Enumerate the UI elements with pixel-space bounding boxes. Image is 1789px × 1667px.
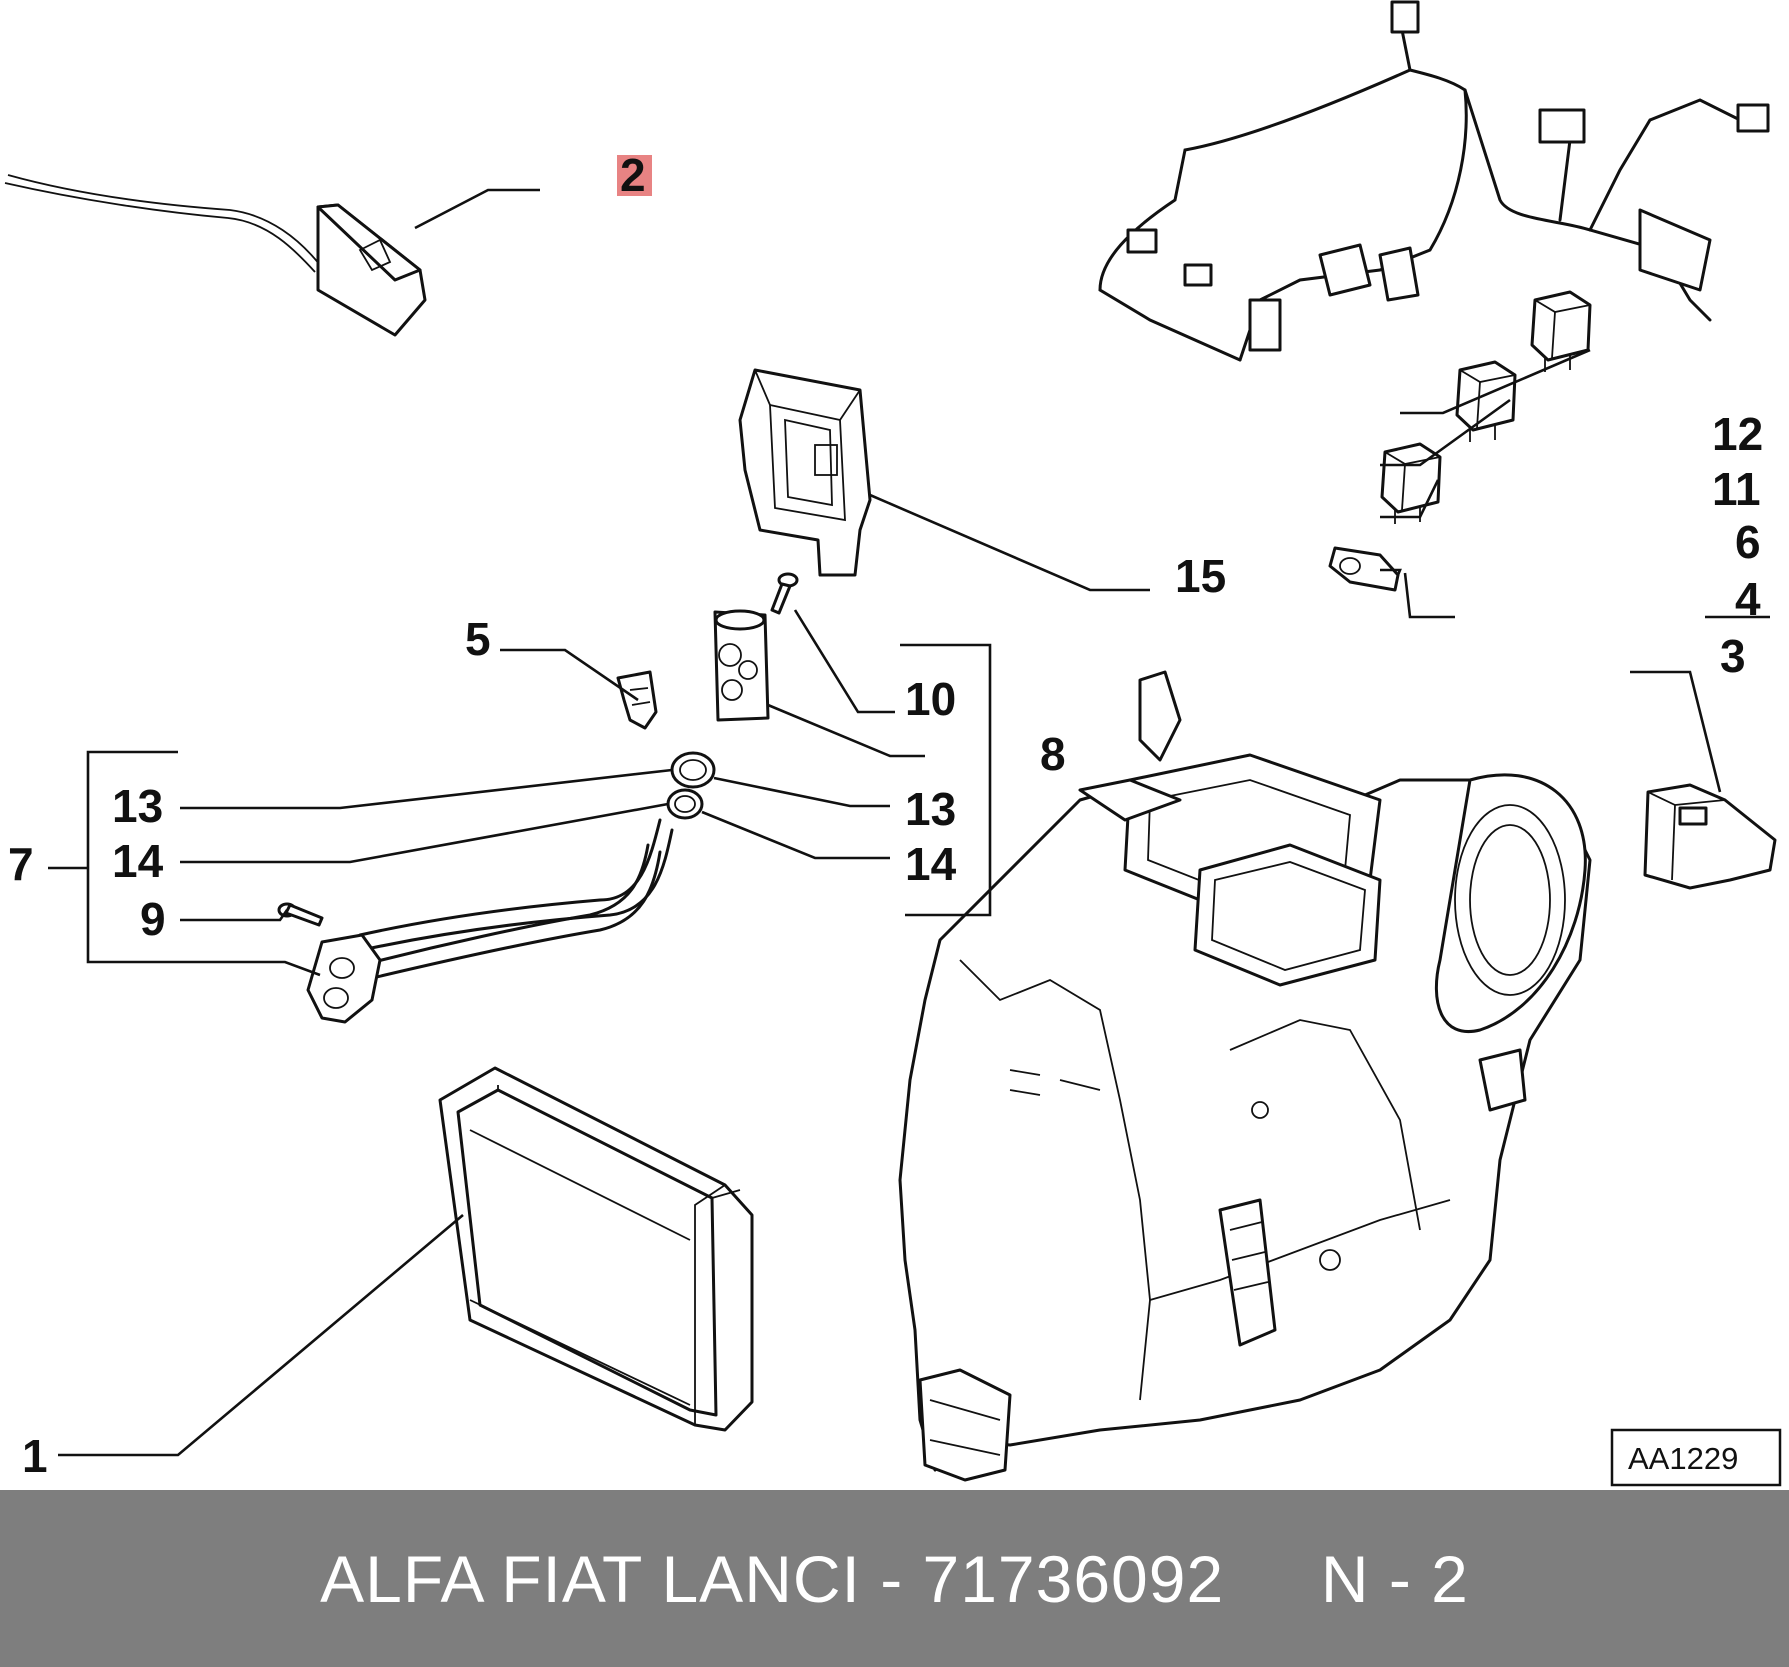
callout-6: 6: [1735, 516, 1761, 568]
part-12-relay: [1530, 290, 1592, 372]
callout-14-left: 14: [112, 835, 164, 887]
part-14-oring: [666, 788, 704, 820]
callout-4: 4: [1735, 573, 1761, 625]
reference-code-box: AA1229: [1610, 1428, 1782, 1487]
wiring-harness: [1098, 0, 1770, 362]
part-7-pipe-assembly: [306, 818, 674, 1024]
part-15-bracket: [738, 368, 872, 577]
part-10-screw: [770, 572, 799, 615]
part-8-expansion-valve: [713, 609, 770, 722]
callout-15: 15: [1175, 550, 1226, 602]
callout-11: 11: [1712, 463, 1761, 515]
part-11-relay: [1455, 360, 1517, 442]
part-13-oring: [670, 751, 716, 789]
footer-part-label: ALFA FIAT LANCI - 71736092 N - 2: [320, 1541, 1469, 1616]
callout-10: 10: [905, 673, 956, 725]
part-1-heater-core: [438, 1066, 754, 1432]
callout-9: 9: [140, 893, 166, 945]
callout-13-right: 13: [905, 783, 956, 835]
callout-8: 8: [1040, 728, 1066, 780]
leader-lines: [48, 188, 1770, 1457]
callout-1: 1: [22, 1430, 48, 1482]
callout-7: 7: [8, 838, 34, 890]
part-3-connector: [1643, 783, 1777, 890]
callout-3: 3: [1720, 630, 1746, 682]
parts-diagram: 2 12 11 6 4 3 15 5 10 8 13 13 7 14 14 9 …: [4, 0, 1782, 1487]
callout-14-right: 14: [905, 838, 957, 890]
callout-13-left: 13: [112, 780, 163, 832]
callout-5: 5: [465, 613, 491, 665]
hvac-housing: [898, 670, 1592, 1482]
reference-code: AA1229: [1628, 1441, 1738, 1476]
part-9-screw: [277, 902, 324, 927]
part-2-temperature-sensor: [4, 174, 427, 337]
footer-bar: ALFA FIAT LANCI - 71736092 N - 2: [0, 1490, 1789, 1667]
callout-2: 2: [620, 149, 646, 201]
callout-12: 12: [1712, 408, 1763, 460]
callout-labels: 2 12 11 6 4 3 15 5 10 8 13 13 7 14 14 9 …: [8, 149, 1763, 1482]
part-4-fuse: [1328, 546, 1400, 592]
callout-2-highlight: [617, 155, 652, 196]
